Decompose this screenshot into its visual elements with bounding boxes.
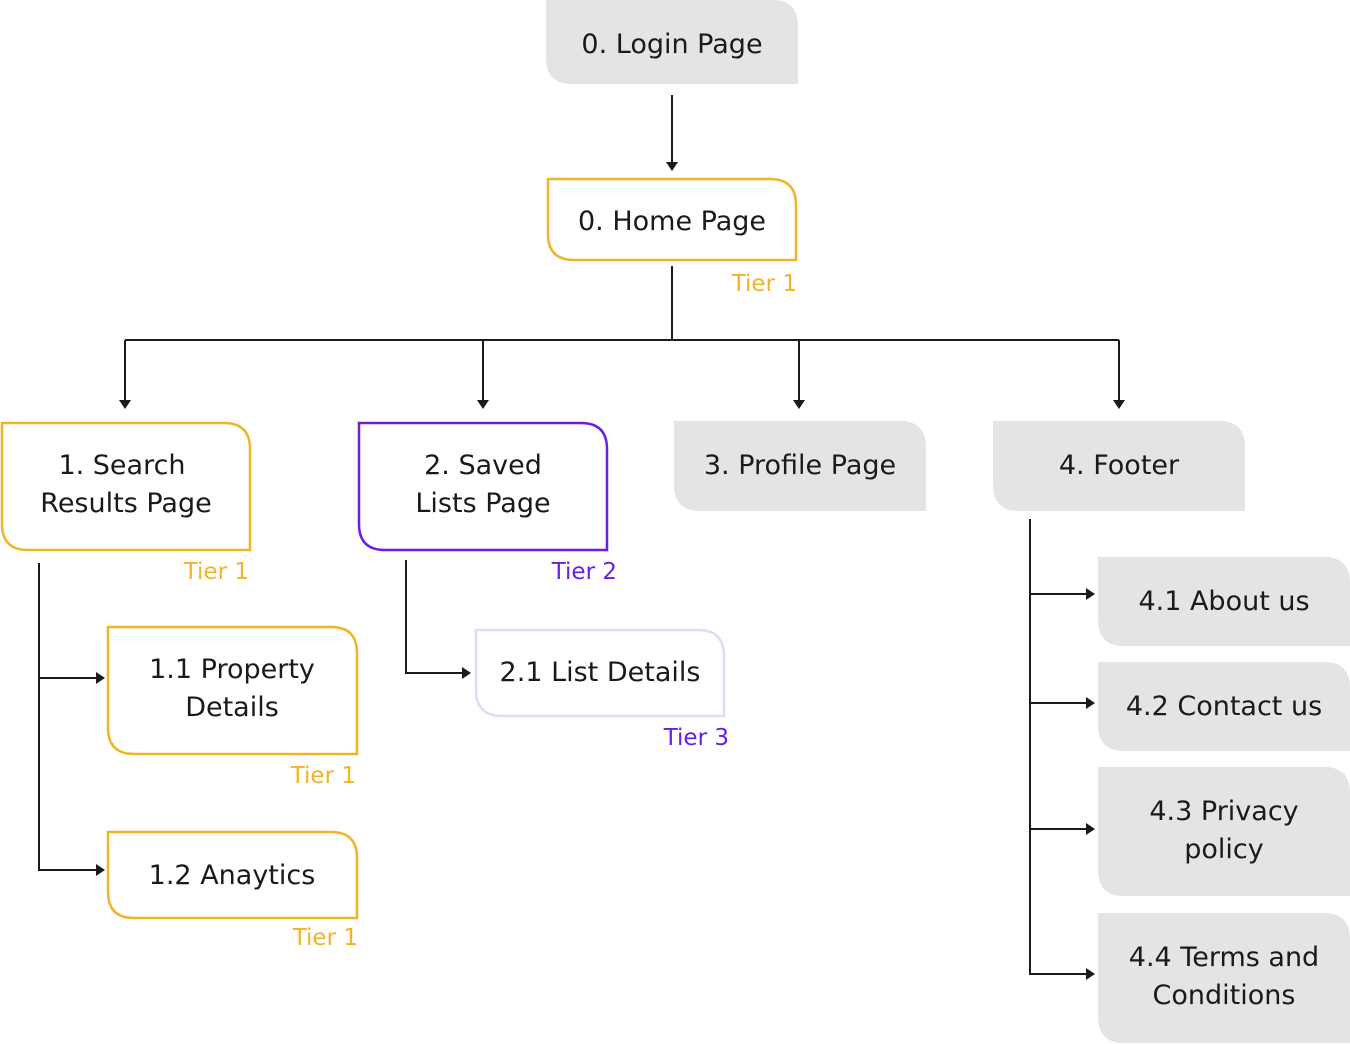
property-tier: Tier 1 [290,763,356,789]
privacy-label-line2: policy [1184,834,1264,865]
arrowhead-profile [793,400,805,409]
terms-label-line2: Conditions [1153,980,1296,1011]
node-analytics: 1.2 Anaytics Tier 1 [106,830,359,951]
login-box [546,0,798,84]
arrowhead-saved [477,400,489,409]
footer-label: 4. Footer [1059,450,1180,481]
about-label: 4.1 About us [1138,586,1309,617]
privacy-label-line1: 4.3 Privacy [1149,796,1298,827]
home-label: 0. Home Page [578,206,766,237]
contact-label: 4.2 Contact us [1126,691,1322,722]
terms-box [1098,913,1350,1043]
node-contact-us: 4.2 Contact us [1098,662,1350,751]
home-box [546,177,798,262]
node-terms: 4.4 Terms and Conditions [1098,913,1350,1043]
login-label: 0. Login Page [581,29,762,60]
home-tier: Tier 1 [731,271,797,297]
list-details-label: 2.1 List Details [500,657,701,688]
connectors [38,95,1125,980]
arrowhead-contact [1086,697,1095,709]
saved-label-line1: 2. Saved [424,450,542,481]
analytics-label: 1.2 Anaytics [149,860,316,891]
node-footer: 4. Footer [993,421,1245,511]
list-details-tier: Tier 3 [663,725,729,751]
arrowhead-privacy [1086,823,1095,835]
node-saved: 2. Saved Lists Page Tier 2 [357,421,617,585]
about-box [1098,557,1350,646]
contact-box [1098,662,1350,751]
node-search: 1. Search Results Page Tier 1 [0,421,252,585]
arrowhead-listdetails [462,667,471,679]
node-home: 0. Home Page Tier 1 [546,177,798,297]
property-box [106,625,359,756]
arrowhead-search [119,400,131,409]
node-property-details: 1.1 Property Details Tier 1 [106,625,359,789]
search-label-line2: Results Page [40,488,211,519]
footer-box [993,421,1245,511]
saved-label-line2: Lists Page [415,488,550,519]
arrowhead-about [1086,588,1095,600]
search-box [0,421,252,552]
saved-box [357,421,609,552]
search-label-line1: 1. Search [58,450,185,481]
property-label-line1: 1.1 Property [149,654,315,685]
search-tier: Tier 1 [183,559,249,585]
property-label-line2: Details [185,692,279,723]
arrowhead-analytics [96,864,105,876]
arrowhead-footer [1113,400,1125,409]
node-about-us: 4.1 About us [1098,557,1350,646]
analytics-box [106,830,359,920]
node-privacy-policy: 4.3 Privacy policy [1098,767,1350,896]
analytics-tier: Tier 1 [292,925,358,951]
privacy-box [1098,767,1350,896]
arrowhead-terms [1086,968,1095,980]
node-login: 0. Login Page [546,0,798,84]
terms-label-line1: 4.4 Terms and [1129,942,1319,973]
list-details-box [474,628,726,718]
node-profile: 3. Profile Page [674,421,926,511]
arrowhead-property [96,672,105,684]
profile-box [674,421,926,511]
saved-tier: Tier 2 [551,559,617,585]
arrowhead-home [666,162,678,171]
node-list-details: 2.1 List Details Tier 3 [474,628,729,751]
profile-label: 3. Profile Page [704,450,896,481]
